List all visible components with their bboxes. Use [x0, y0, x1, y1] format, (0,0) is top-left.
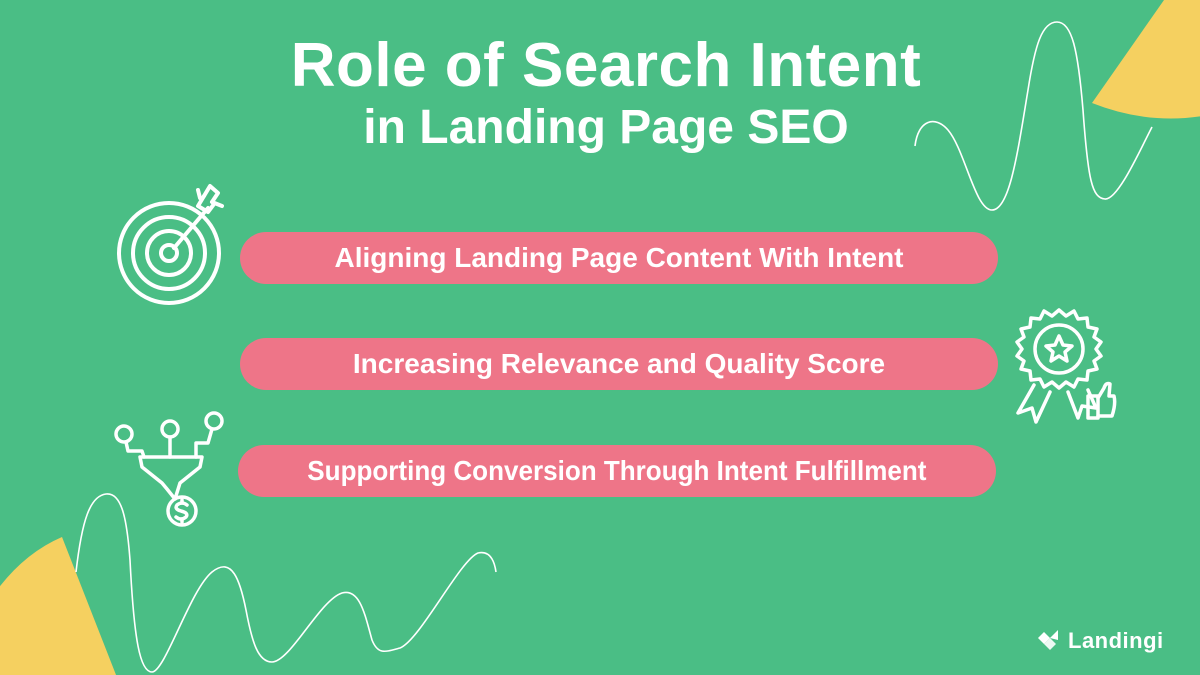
landingi-logo-icon	[1038, 630, 1058, 650]
brand-name: Landingi	[1068, 628, 1164, 653]
pill-aligning-content: Aligning Landing Page Content With Inten…	[240, 232, 998, 284]
pill-label: Increasing Relevance and Quality Score	[352, 348, 886, 379]
target-arrow-icon	[117, 184, 224, 305]
title-line-1: Role of Search Intent	[290, 31, 922, 100]
funnel-dollar-icon	[114, 411, 224, 527]
pill-label: Supporting Conversion Through Intent Ful…	[307, 455, 927, 486]
yellow-sector-bottom-left	[0, 537, 117, 675]
award-badge-thumbs-up-icon	[1015, 308, 1117, 424]
pill-supporting-conversion: Supporting Conversion Through Intent Ful…	[238, 445, 996, 497]
page-title: Role of Search Intent in Landing Page SE…	[0, 30, 1200, 154]
pill-relevance-quality: Increasing Relevance and Quality Score	[240, 338, 998, 390]
pill-label: Aligning Landing Page Content With Inten…	[334, 242, 904, 273]
landingi-logo: Landingi	[1036, 628, 1164, 654]
title-line-2: in Landing Page SEO	[363, 101, 849, 154]
